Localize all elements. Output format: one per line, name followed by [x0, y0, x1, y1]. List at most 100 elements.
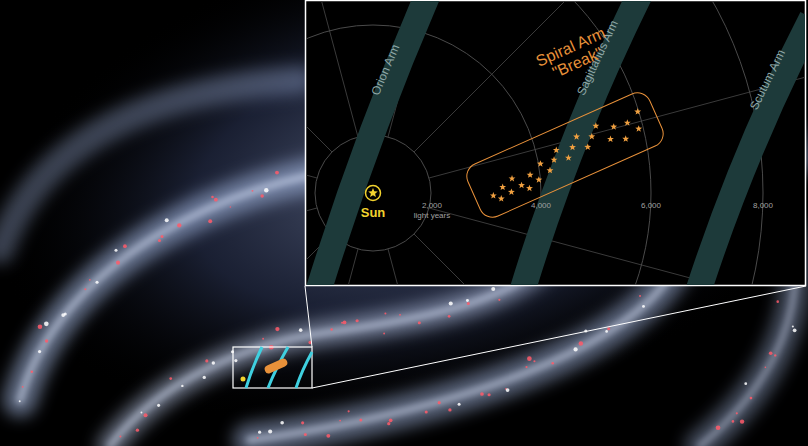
- nebula-dot: [776, 300, 779, 303]
- distance-label: 6,000: [641, 202, 661, 211]
- star-marker: [622, 135, 629, 142]
- nebula-dot: [45, 339, 48, 342]
- nebula-dot: [260, 194, 263, 197]
- nebula-dot: [605, 330, 608, 333]
- nebula-dot: [19, 400, 21, 402]
- nebula-dot: [264, 188, 268, 192]
- nebula-dot: [341, 322, 343, 324]
- star-marker: [551, 156, 558, 163]
- sun-ring: [366, 186, 381, 201]
- nebula-dot: [212, 361, 215, 364]
- nebula-dot: [114, 249, 117, 252]
- nebula-dot: [348, 410, 350, 412]
- nebula-dot: [158, 239, 161, 242]
- nebula-dot: [330, 328, 333, 331]
- nebula-dot: [157, 404, 160, 407]
- nebula-dot: [359, 419, 362, 422]
- nebula-dot: [448, 315, 451, 318]
- orion-arm-band: [318, 1, 428, 285]
- nebula-dot: [205, 359, 208, 362]
- star-marker: [499, 184, 506, 191]
- nebula-dot: [299, 328, 303, 332]
- grid-spoke: [306, 38, 317, 178]
- nebula-dot: [418, 321, 421, 324]
- nebula-dot: [141, 412, 143, 414]
- nebula-dot: [525, 366, 527, 368]
- nebula-dot: [161, 235, 164, 238]
- nebula-dot: [304, 433, 307, 436]
- nebula-dot: [165, 218, 169, 222]
- grid-spoke: [429, 208, 805, 285]
- star-marker: [526, 185, 533, 192]
- nebula-dot: [384, 312, 386, 314]
- nebula-dot: [716, 425, 721, 430]
- nebula-dot: [506, 388, 510, 392]
- unit-label: light years: [414, 212, 450, 221]
- nebula-dot: [639, 295, 641, 297]
- nebula-dot: [38, 350, 41, 353]
- nebula-dot: [642, 305, 645, 308]
- nebula-dot: [527, 356, 532, 361]
- star-cluster: [490, 108, 642, 202]
- star-marker: [634, 108, 641, 115]
- nebula-dot: [275, 327, 279, 331]
- star-marker: [508, 188, 515, 195]
- nebula-dot: [268, 429, 272, 433]
- star-marker: [547, 167, 554, 174]
- distance-ring: [306, 1, 651, 285]
- nebula-dot: [280, 421, 284, 425]
- star-marker: [588, 133, 595, 140]
- nebula-dot: [792, 326, 794, 328]
- nebula-dot: [252, 190, 254, 192]
- inset-map: [306, 1, 805, 285]
- nebula-dot: [301, 421, 304, 424]
- grid-spoke: [306, 1, 358, 137]
- distance-label: 8,000: [753, 202, 773, 211]
- nebula-dot: [275, 171, 279, 175]
- nebula-dot: [38, 324, 43, 329]
- star-marker: [635, 125, 642, 132]
- grid-spoke: [388, 249, 528, 285]
- nebula-dot: [262, 338, 264, 340]
- nebula-dot: [119, 436, 121, 438]
- grid-spoke: [414, 234, 797, 285]
- nebula-dot: [234, 359, 237, 362]
- nebula-dot: [750, 397, 753, 400]
- nebula-dot: [579, 341, 583, 345]
- zoom-line: [312, 286, 806, 388]
- nebula-dot: [551, 362, 554, 365]
- nebula-dot: [793, 328, 797, 332]
- nebula-dot: [498, 299, 500, 301]
- star-marker: [592, 122, 599, 129]
- star-marker: [610, 123, 617, 130]
- nebula-dot: [736, 412, 738, 414]
- nebula-dot: [466, 299, 469, 302]
- nebula-dot: [607, 327, 610, 330]
- distance-label: 2,000: [422, 202, 442, 211]
- nebula-dot: [774, 354, 776, 356]
- star-marker: [535, 176, 542, 183]
- zoom-line: [305, 286, 312, 347]
- sun-star: [368, 188, 378, 197]
- nebula-dot: [89, 279, 91, 281]
- nebula-dot: [458, 403, 461, 406]
- distance-label: 4,000: [531, 202, 551, 211]
- nebula-dot: [230, 206, 232, 208]
- nebula-dot: [387, 422, 390, 425]
- nebula-dot: [573, 347, 577, 351]
- star-marker: [624, 119, 631, 126]
- star-marker: [565, 154, 572, 161]
- nebula-dot: [769, 351, 773, 355]
- nebula-dot: [339, 420, 341, 422]
- scutum-arm-band: [698, 18, 805, 285]
- star-marker: [569, 144, 576, 151]
- nebula-dot: [491, 287, 495, 291]
- nebula-dot: [425, 410, 428, 413]
- nebula-dot: [84, 288, 86, 290]
- nebula-dot: [211, 196, 214, 199]
- star-marker: [584, 143, 591, 150]
- nebula-dot: [449, 301, 453, 305]
